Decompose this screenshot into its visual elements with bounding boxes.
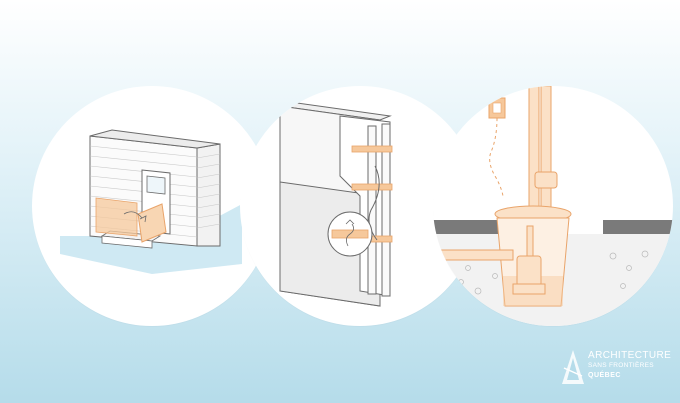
flood-barrier-boards (95, 197, 167, 243)
architecture-logo-icon (562, 350, 584, 384)
logo-line-quebec: QUÉBEC (588, 371, 621, 379)
wall-cross-section-illustration (278, 101, 393, 307)
power-outlet-icon (488, 97, 506, 197)
pipe-icon (528, 86, 558, 217)
flood-barrier-illustration (60, 129, 242, 274)
flood-barrier-panel (32, 86, 272, 326)
sump-pump-illustration (433, 86, 673, 326)
logo-line-architecture: ARCHITECTURE (588, 350, 672, 361)
architecture-sans-frontieres-logo[interactable]: ARCHITECTURE SANS FRONTIÈRES QUÉBEC (560, 348, 680, 392)
sump-pump-panel (433, 86, 673, 326)
logo-line-sans-frontieres: SANS FRONTIÈRES (588, 362, 654, 369)
sump-pump-icon (512, 225, 546, 295)
